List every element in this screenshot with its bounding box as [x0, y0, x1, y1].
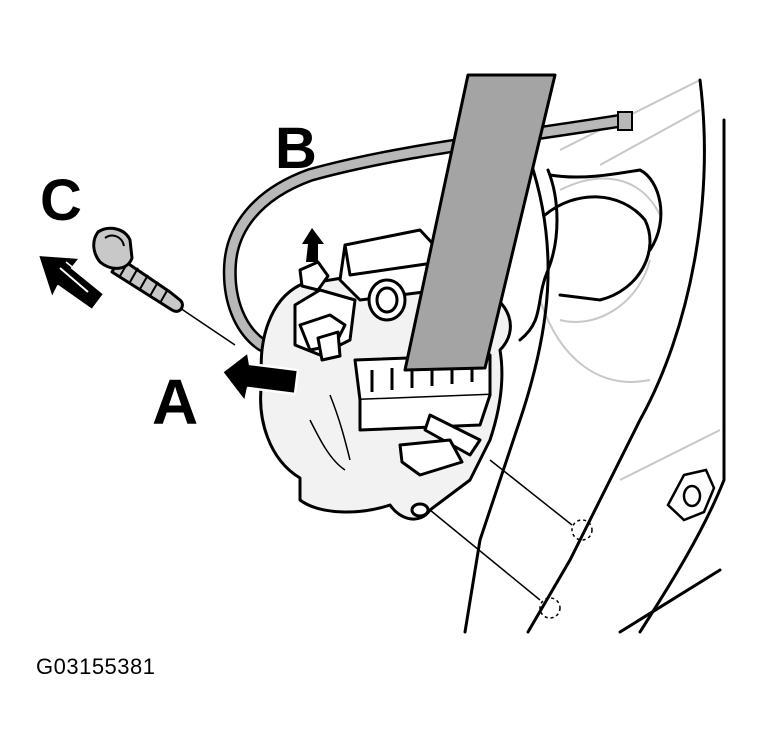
- callout-b: B: [275, 116, 317, 181]
- frame-bracket: [666, 468, 716, 522]
- up-arrow-icon: [302, 228, 324, 262]
- callout-c: C: [40, 168, 82, 233]
- arrow-c-icon: [37, 254, 105, 311]
- bolt-c: [92, 226, 184, 313]
- callout-a: A: [152, 366, 198, 438]
- door-frame-light: [539, 79, 721, 481]
- bolt-axis-line: [179, 307, 236, 346]
- mounting-hole-markers: [539, 519, 593, 619]
- alignment-lines: [429, 459, 573, 601]
- arrow-a-icon: [220, 350, 300, 404]
- door-lock-assembly: [259, 228, 512, 521]
- window-channel-strap: [403, 73, 557, 372]
- door-frame: [463, 78, 726, 634]
- figure-reference-code: G03155381: [36, 654, 156, 679]
